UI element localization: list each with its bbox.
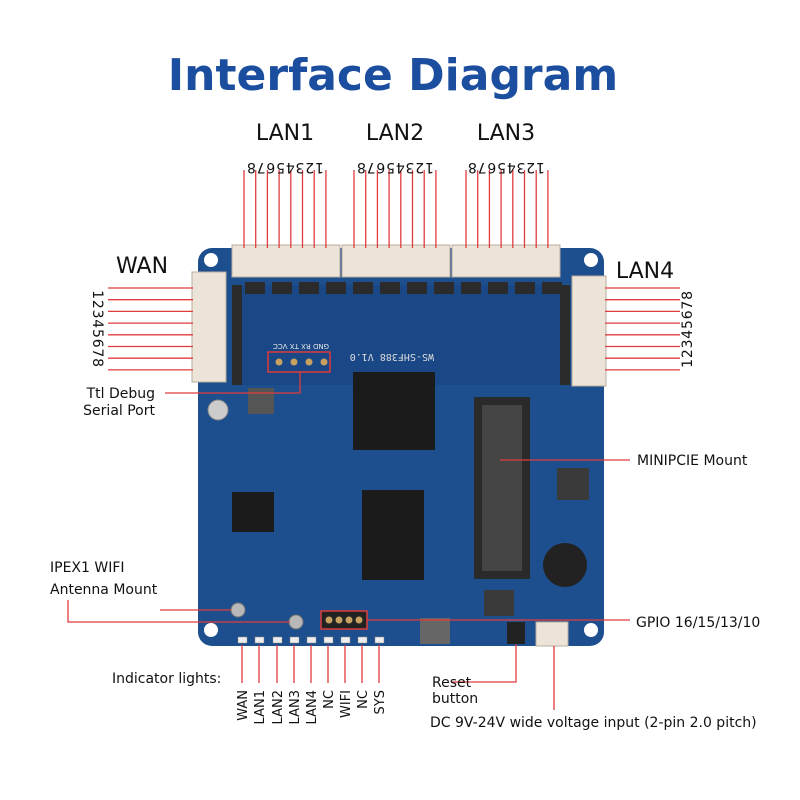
diagram-title: Interface Diagram [168,50,618,101]
led-label-lan2: LAN2 [271,690,286,724]
led-label-lan1: LAN1 [253,690,268,724]
lan2-label: LAN2 [366,121,424,146]
lan3-pins: 12345678 [467,159,545,175]
capacitor [543,543,587,587]
ipex-antenna-connector [230,602,246,618]
led-label-wan: WAN [236,690,251,721]
lan2-connector [341,244,451,278]
gpio-header [320,610,368,630]
callout-lines [67,170,680,710]
lan1-label: LAN1 [256,121,314,146]
memory-chip [362,490,424,580]
lan1-pins: 12345678 [246,159,324,175]
lan4-pins: 12345678 [680,290,696,368]
wan-label: WAN [116,254,168,279]
board-silkscreen: WS-SHF388 V1.0 [350,351,434,362]
lan4-label: LAN4 [616,259,674,284]
reset-callout-line [452,644,517,683]
lan2-pins: 12345678 [356,159,434,175]
led-label-sys: SYS [373,690,388,714]
ipex-label: IPEX1 WIFI [50,560,125,576]
led-label-lan3: LAN3 [288,690,303,724]
ttl-callout-line [165,372,301,394]
led-label-nc: NC [356,690,371,709]
dc-power-connector [535,621,569,647]
reset-button[interactable] [507,622,525,644]
minipcie-label: MINIPCIE Mount [637,453,748,469]
pcb-board: WS-SHF388 V1.0 GND RX TX VCC [191,244,607,647]
ttl-debug-header [267,351,331,373]
ttl-debug-label-2: Serial Port [83,403,155,419]
switch-chip [232,492,274,532]
led-label-wifi: WIFI [339,690,354,718]
wan-connector [191,271,227,383]
wan-pins: 12345678 [89,290,105,368]
ttl-debug-label: Ttl Debug [86,386,155,402]
ipex-callout-line [67,600,290,623]
lan3-label: LAN3 [477,121,535,146]
dc-input-label: DC 9V-24V wide voltage input (2-pin 2.0 … [430,715,757,731]
indicator-label: Indicator lights: [112,671,221,687]
reset-label: Reset [432,675,472,691]
ipex-label-2: Antenna Mount [50,582,158,598]
gpio-label: GPIO 16/15/13/10 [636,615,760,631]
lan4-connector [571,275,607,387]
lan1-connector [231,244,341,278]
debug-pin-labels: GND RX TX VCC [273,342,329,350]
led-label-nc: NC [322,690,337,709]
led-label-lan4: LAN4 [305,690,320,724]
lan3-connector [451,244,561,278]
soc-chip [353,372,435,450]
reset-label-2: button [432,691,478,707]
